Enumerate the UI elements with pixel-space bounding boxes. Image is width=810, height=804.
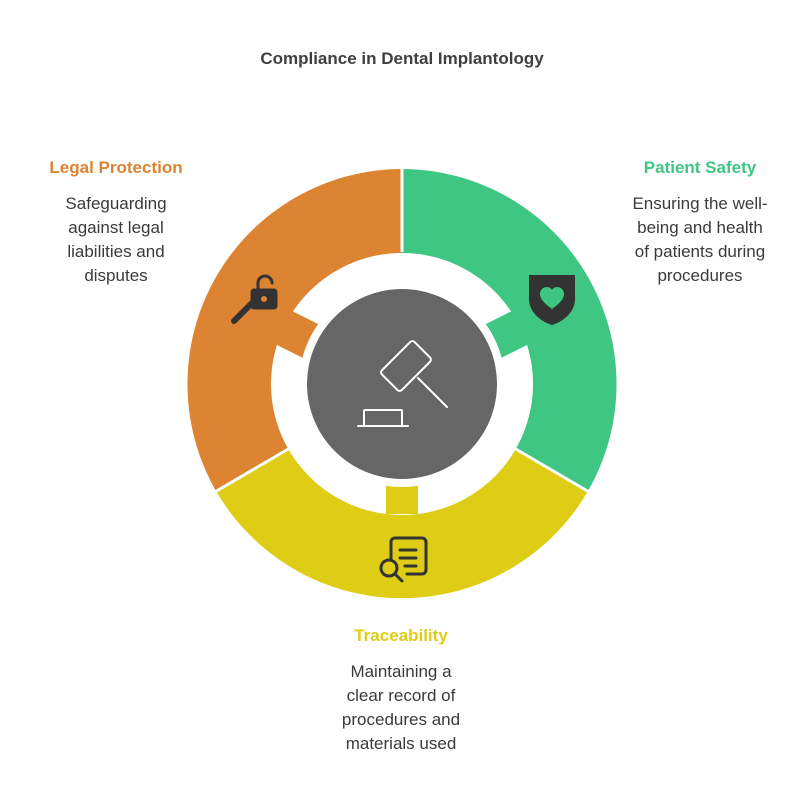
shield-heart-icon: [529, 275, 575, 325]
desc-line: procedures: [657, 266, 743, 285]
legal-protection-label: Legal Protection: [49, 158, 183, 177]
traceability-label: Traceability: [354, 626, 448, 645]
center-circle: [307, 289, 497, 479]
desc-line: Maintaining a: [350, 662, 452, 681]
segment-traceability: [216, 449, 588, 599]
segment-patient-safety: [402, 169, 617, 491]
desc-line: being and health: [637, 218, 763, 237]
legal-protection-block: Legal Protection Safeguarding against le…: [18, 158, 214, 288]
diagram-title: Compliance in Dental Implantology: [260, 49, 544, 68]
desc-line: Ensuring the well-: [632, 194, 768, 213]
patient-safety-label: Patient Safety: [643, 158, 757, 177]
traceability-block: Traceability Maintaining a clear record …: [290, 626, 512, 756]
desc-line: Safeguarding: [65, 194, 167, 213]
document-search-icon: [379, 536, 428, 583]
unlocked-padlock-key-icon: [231, 274, 278, 324]
gavel-icon: [357, 340, 448, 427]
traceability-description: Maintaining a clear record of procedures…: [290, 660, 512, 756]
legal-protection-description: Safeguarding against legal liabilities a…: [18, 192, 214, 288]
patient-safety-description: Ensuring the well- being and health of p…: [600, 192, 800, 288]
desc-line: procedures and: [341, 710, 461, 729]
desc-line: materials used: [345, 734, 457, 753]
patient-safety-block: Patient Safety Ensuring the well- being …: [600, 158, 800, 288]
desc-line: against legal: [68, 218, 164, 237]
desc-line: disputes: [84, 266, 148, 285]
desc-line: clear record of: [346, 686, 456, 705]
desc-line: liabilities and: [67, 242, 165, 261]
desc-line: of patients during: [634, 242, 766, 261]
segment-legal-protection: [187, 169, 402, 491]
